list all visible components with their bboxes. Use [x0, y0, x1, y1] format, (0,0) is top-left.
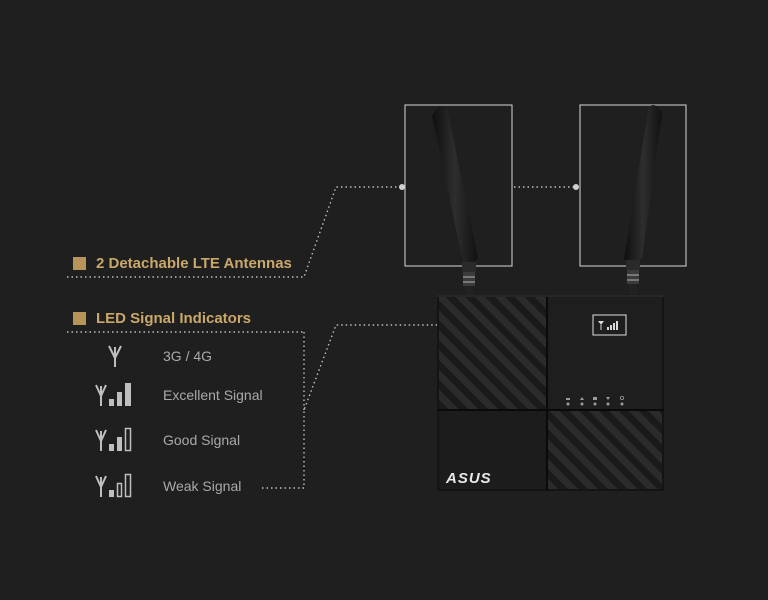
status-leds: [566, 395, 625, 406]
antenna-left: [432, 107, 478, 296]
signal-legend-excellent: Excellent Signal: [92, 380, 263, 410]
antenna-right: [624, 105, 662, 294]
antennas-feature-title: 2 Detachable LTE Antennas: [73, 255, 292, 272]
signal-label: Excellent Signal: [163, 387, 263, 403]
signal-legend-3g4g: 3G / 4G: [92, 341, 212, 371]
antenna-icon: [108, 345, 122, 367]
antenna-connector: [67, 186, 574, 278]
led-feature-label: LED Signal Indicators: [96, 310, 252, 327]
signal-legend-weak: Weak Signal: [92, 471, 241, 501]
router-body: [437, 295, 664, 491]
bullet-square: [73, 312, 86, 325]
antennas-feature-label: 2 Detachable LTE Antennas: [96, 255, 292, 272]
antenna-callout-left: [404, 104, 513, 267]
asus-logo: ASUS: [445, 470, 492, 487]
signal-good-icon: [95, 427, 132, 452]
signal-label: Good Signal: [163, 432, 241, 448]
signal-legend-good: Good Signal: [92, 425, 240, 455]
led-feature-title: LED Signal Indicators: [73, 310, 251, 327]
signal-weak-icon: [95, 473, 132, 498]
led-connector: [67, 324, 588, 489]
signal-label: 3G / 4G: [163, 348, 213, 364]
led-panel-callout: [592, 314, 627, 336]
bullet-square: [73, 257, 86, 270]
led-panel-icons: [598, 321, 618, 330]
signal-excellent-icon: [95, 383, 131, 406]
signal-label: Weak Signal: [163, 478, 242, 494]
